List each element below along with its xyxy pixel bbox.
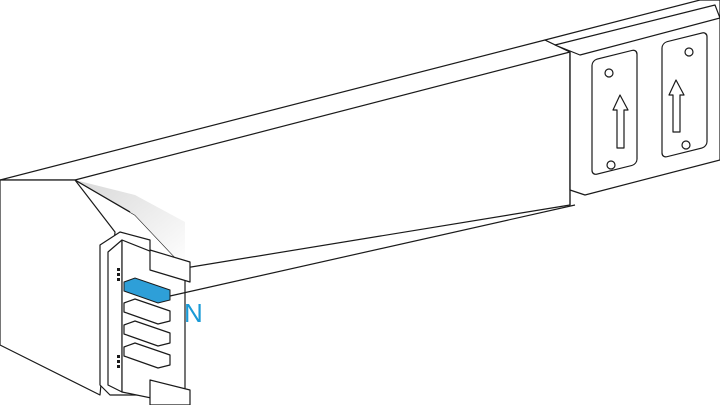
- arrow-up-icon: [612, 94, 629, 149]
- arrow-up-icon: [668, 79, 685, 133]
- junction-block: [544, 0, 720, 205]
- bus-bars: [123, 277, 171, 369]
- connector-end: [99, 204, 576, 405]
- neutral-label: N: [184, 298, 203, 328]
- neutral-bar: [123, 277, 171, 304]
